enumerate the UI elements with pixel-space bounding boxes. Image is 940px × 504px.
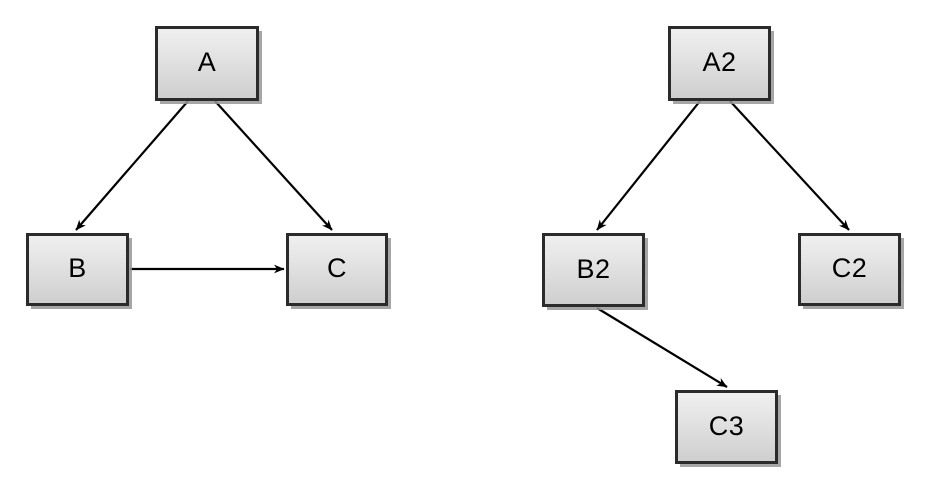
node-label-b: B xyxy=(68,253,87,283)
node-c2[interactable]: C2 xyxy=(798,233,901,306)
node-label-c3: C3 xyxy=(708,410,745,441)
edge-a2-to-b2 xyxy=(596,100,701,231)
node-a2[interactable]: A2 xyxy=(668,26,771,101)
edge-group xyxy=(75,100,850,388)
edge-a-to-c xyxy=(214,100,333,231)
node-c3[interactable]: C3 xyxy=(675,390,778,464)
edge-b2-to-c3 xyxy=(596,307,728,388)
node-label-c2: C2 xyxy=(831,253,868,283)
edge-a-to-b xyxy=(75,100,189,231)
edge-a2-to-c2 xyxy=(729,100,850,231)
node-a[interactable]: A xyxy=(155,26,259,101)
node-label-c: C xyxy=(327,253,347,283)
node-label-b2: B2 xyxy=(576,253,611,284)
node-c[interactable]: C xyxy=(286,233,388,306)
node-label-a: A xyxy=(197,47,217,77)
node-label-a2: A2 xyxy=(702,47,737,77)
node-b2[interactable]: B2 xyxy=(542,233,645,307)
node-b[interactable]: B xyxy=(26,233,129,306)
